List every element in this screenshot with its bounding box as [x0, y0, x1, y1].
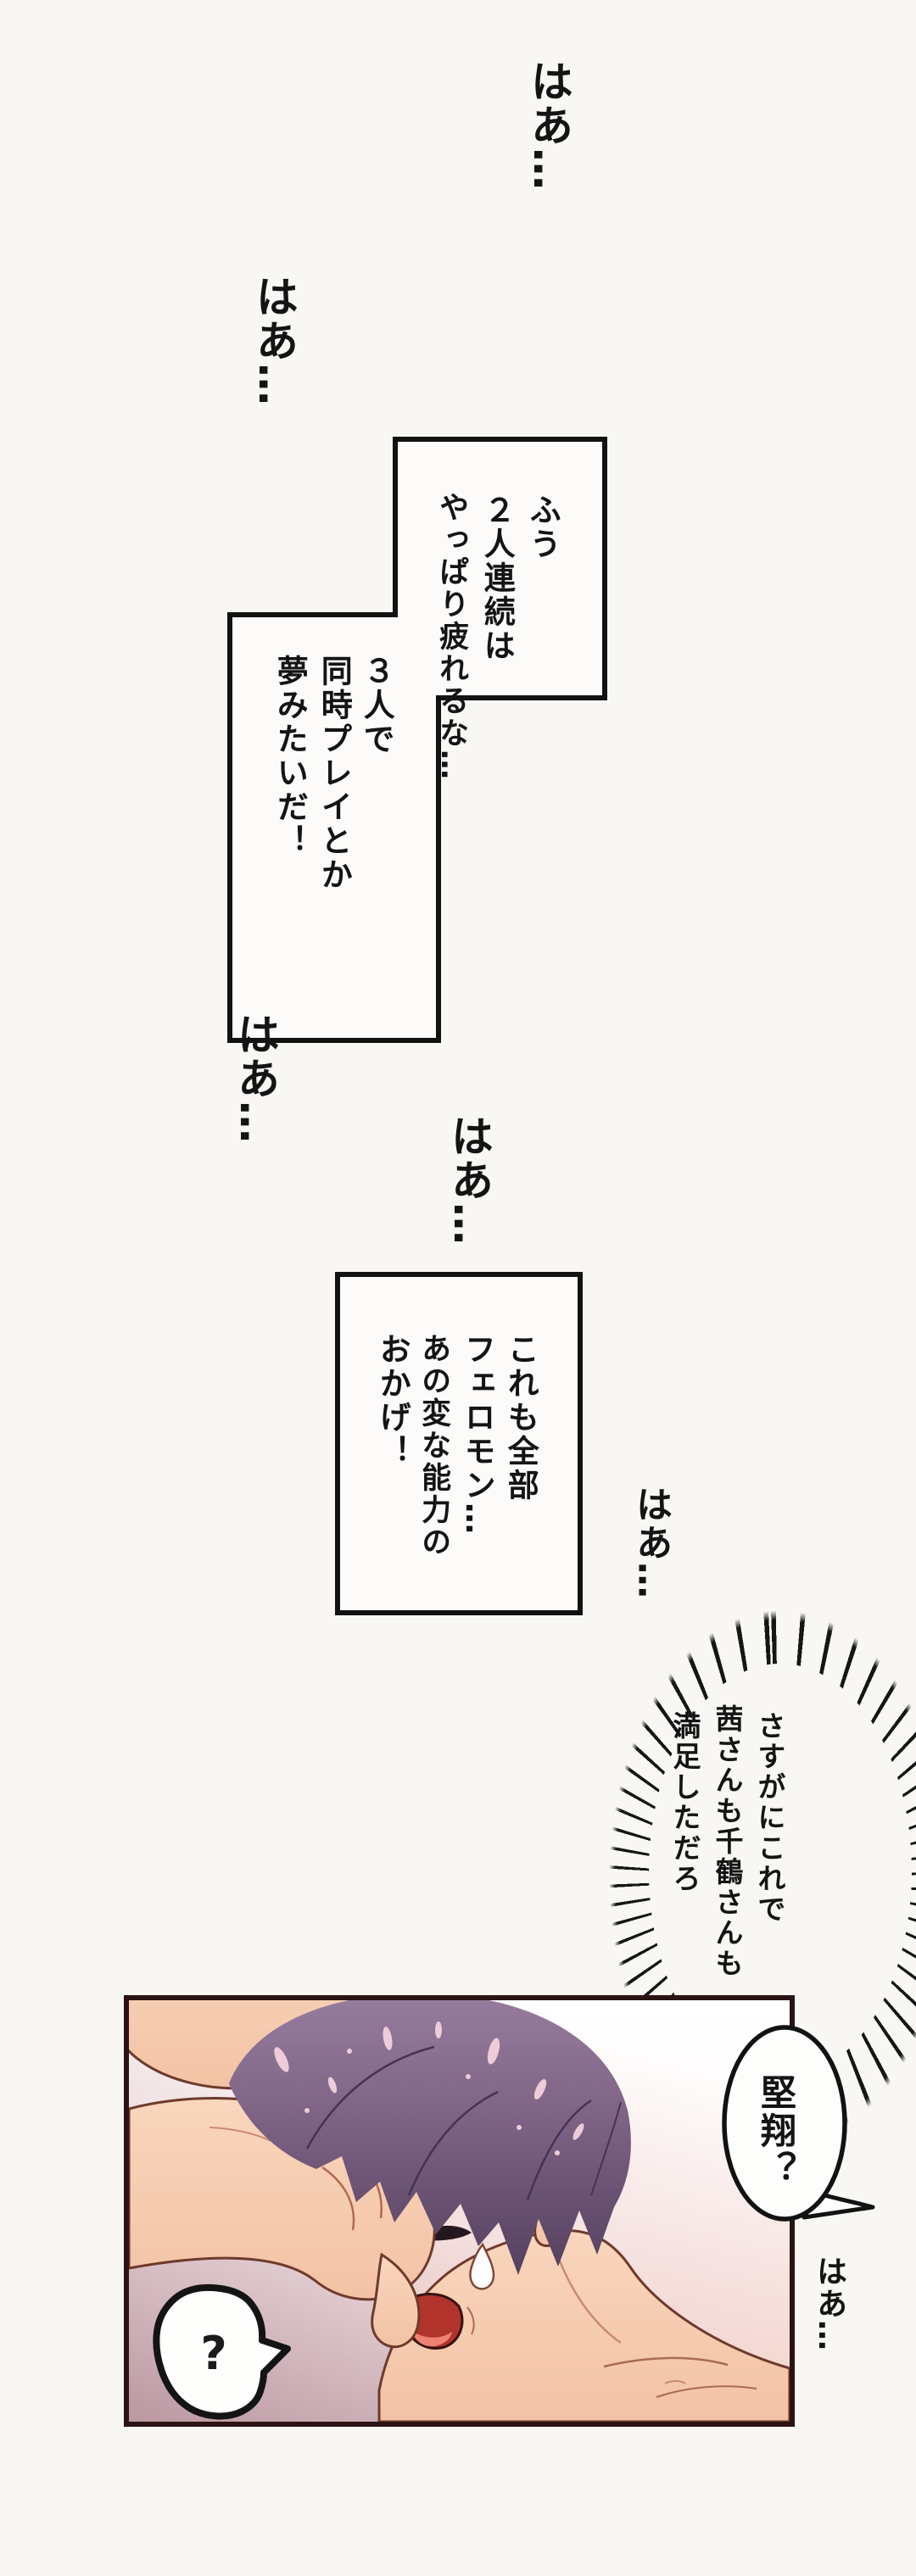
sigh-text-2: はあ… [249, 275, 299, 407]
sigh-text-1: はあ… [524, 59, 573, 192]
speech-line: ２人連続は [478, 493, 516, 663]
finger [371, 2252, 421, 2349]
speech-line: ３人で [358, 655, 395, 756]
question-mark-text: ? [200, 2327, 227, 2380]
speech-line: やっぱり疲れるな… [434, 492, 469, 782]
character-hair [229, 2000, 631, 2275]
speech-line: さすがにこれで [752, 1711, 786, 1925]
speech-line: あの変な能力の [416, 1333, 451, 1558]
tongue [413, 2332, 452, 2347]
sigh-text-3: はあ… [231, 1012, 280, 1145]
speech-line: ふう [524, 493, 561, 561]
speech-line: 同時プレイとか [316, 655, 353, 892]
speech-line: これも全部 [502, 1333, 539, 1503]
call-bubble-text: 堅翔？ [755, 2074, 797, 2188]
sigh-text-5: はあ… [629, 1486, 673, 1600]
speech-line: 夢みたいだ！ [271, 655, 309, 858]
rect-speech-bubble [335, 1272, 583, 1615]
question-bubble [153, 2283, 291, 2420]
speech-line: フェロモン… [459, 1333, 496, 1536]
stepped-speech-bubble [227, 437, 607, 1043]
sigh-text-4: はあ… [444, 1114, 494, 1246]
speech-line: 茜さんも千鶴さんも [710, 1704, 744, 1979]
sweat-drop-icon [469, 2242, 495, 2290]
speech-line: おかげ！ [374, 1333, 411, 1469]
speech-line: 満足しただろ [667, 1711, 701, 1894]
sigh-text-6: はあ… [812, 2255, 847, 2352]
call-bubble [722, 2025, 875, 2222]
